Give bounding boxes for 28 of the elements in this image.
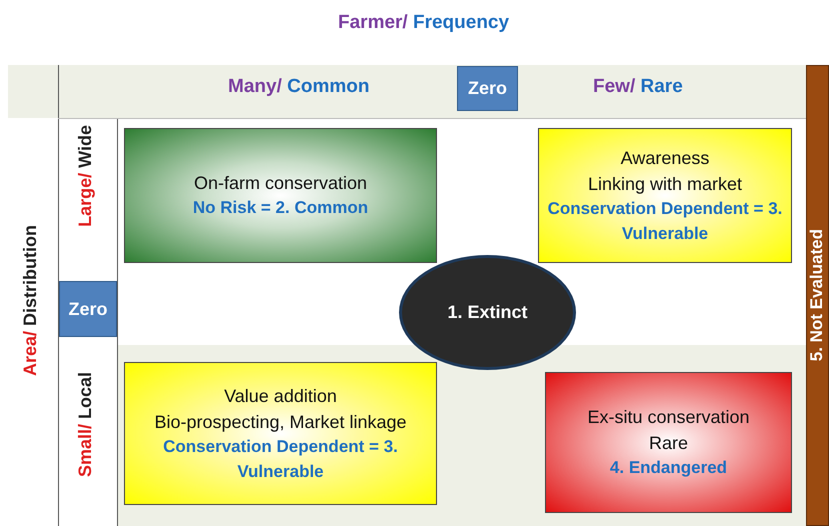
node-text: 1. Extinct (447, 301, 528, 324)
category-box (545, 372, 792, 513)
node-text: Rare (648, 432, 688, 456)
category-box (124, 362, 437, 505)
node-text: Zero (468, 77, 507, 100)
category-label: Conservation Dependent = 3. Vulnerable (162, 436, 399, 483)
node-text: Value addition (224, 384, 337, 408)
node-text: 5. Not Evaluated (806, 229, 828, 362)
column-header: Few/ Rare (593, 76, 683, 98)
node-text: Ex-situ conservation (587, 406, 750, 430)
category-label: 4. Endangered (610, 457, 728, 480)
node-text: On-farm conservation (194, 172, 368, 196)
category-box (124, 128, 437, 263)
row-header: Large/ Wide (75, 125, 96, 227)
category-label: Conservation Dependent = 3. Vulnerable (546, 198, 784, 245)
row-header: Small/ Local (75, 372, 96, 478)
node-text: Bio-prospecting, Market linkage (154, 410, 407, 434)
zero-box (59, 281, 117, 337)
category-label: No Risk = 2. Common (192, 197, 368, 220)
column-header: Many/ Common (228, 76, 370, 98)
axis-title: Farmer/ Frequency (338, 12, 510, 34)
zero-box (457, 66, 518, 111)
axis-title: Area/ Distribution (20, 225, 41, 376)
node-text: Linking with market (588, 172, 742, 196)
category-box (538, 128, 792, 263)
category-bar (806, 65, 829, 526)
node-text: Zero (68, 298, 108, 321)
node-text: Awareness (620, 146, 710, 170)
